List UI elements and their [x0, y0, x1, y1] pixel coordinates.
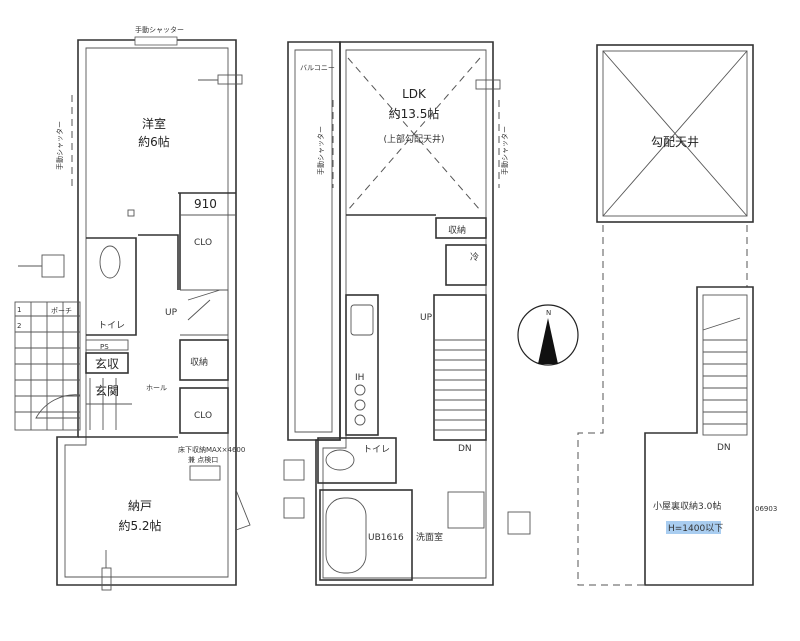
- inspection-port-note: 兼 点検口: [188, 455, 218, 464]
- window-top: [134, 36, 178, 46]
- plan-code: 06903: [755, 505, 777, 513]
- toilet-icon: [325, 449, 355, 471]
- porch-row: 1: [17, 306, 21, 314]
- room-label-washroom: 洗面室: [416, 531, 443, 543]
- floor-3: 勾配天井 DN 小屋裏収納3.0帖 H=1400以下 06903: [577, 44, 777, 586]
- porch-row: 2: [17, 322, 21, 330]
- shutter-label-left: 手動シャッター: [55, 121, 64, 170]
- closet-label-bottom: CLO: [194, 411, 212, 421]
- sloped-ceiling-label: 勾配天井: [651, 135, 699, 149]
- vent-icon: [283, 497, 305, 519]
- room-label-toilet: トイレ: [363, 445, 390, 455]
- room-label-storeroom: 納戸: [128, 499, 152, 513]
- room-label-ldk: LDK: [402, 87, 427, 101]
- vent-icon: [507, 511, 531, 535]
- loft-height-label[interactable]: H=1400以下: [668, 524, 723, 534]
- floor-1: 手動シャッター 手動シャッター 洋室 約6帖 910 CLO トイレ UP 1 …: [14, 25, 251, 591]
- hall-label: ホール: [146, 384, 167, 392]
- vent-icon: [475, 79, 501, 90]
- storage-label: 収納: [190, 356, 208, 368]
- room-size-storeroom: 約5.2帖: [118, 518, 161, 533]
- room-label-entrance: 玄関: [95, 383, 119, 398]
- vent-icon: [217, 74, 243, 85]
- stairs-down-label: DN: [717, 443, 731, 453]
- loft-storage-label: 小屋裏収納3.0帖: [653, 500, 721, 512]
- vent-icon: [283, 459, 305, 481]
- text-selection-highlight: [666, 521, 721, 534]
- room-size-western: 約6帖: [138, 134, 170, 149]
- room-size-ldk: 約13.5帖: [389, 106, 440, 121]
- room-label-toilet: トイレ: [98, 321, 125, 331]
- vent-icon: [41, 254, 65, 278]
- north-compass: N: [517, 304, 579, 366]
- ps-label: PS: [100, 343, 109, 351]
- porch-label: ポーチ: [51, 307, 72, 315]
- bath-label: UB1616: [368, 533, 404, 543]
- bathtub-icon: [325, 497, 367, 574]
- stairs-up-label: UP: [165, 308, 178, 318]
- north-label: N: [546, 309, 551, 317]
- floor2-outer-wall: [315, 41, 494, 586]
- floor-2: バルコニー LDK 約13.5帖 (上部勾配天井) 手動シャッター 手動シャッタ…: [283, 41, 531, 586]
- ih-label: IH: [355, 373, 364, 383]
- stairs-up-label: UP: [420, 313, 433, 323]
- porch: 1 2 ポーチ: [14, 301, 81, 431]
- shutter-label-left: 手動シャッター: [316, 126, 325, 175]
- washing-machine-icon: [447, 491, 485, 529]
- entrance-storage-label: 玄収: [95, 356, 119, 371]
- closet-label: CLO: [194, 238, 212, 248]
- closet-width: 910: [194, 197, 217, 211]
- stairs-down-label: DN: [458, 444, 472, 454]
- ldk-note: (上部勾配天井): [383, 133, 444, 145]
- shutter-label-right: 手動シャッター: [500, 126, 509, 175]
- under-floor-storage-note: 床下収納MAX×4600: [178, 445, 245, 454]
- sink-icon: [350, 304, 374, 336]
- room-label-western: 洋室: [142, 116, 166, 131]
- fridge-label: 冷: [470, 251, 479, 263]
- storage-label: 収納: [448, 224, 466, 236]
- shutter-label: 手動シャッター: [135, 25, 184, 34]
- kitchen-counter: [345, 294, 379, 436]
- toilet-icon: [99, 245, 121, 279]
- balcony-label: バルコニー: [300, 64, 335, 72]
